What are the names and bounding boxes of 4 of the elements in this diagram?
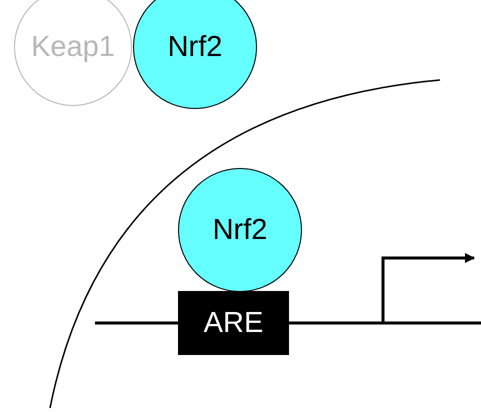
protein-circle: Nrf2	[178, 168, 302, 292]
protein-circle: Keap1	[14, 0, 132, 106]
response-element-box: ARE	[178, 291, 289, 355]
protein-circle: Nrf2	[133, 0, 257, 109]
